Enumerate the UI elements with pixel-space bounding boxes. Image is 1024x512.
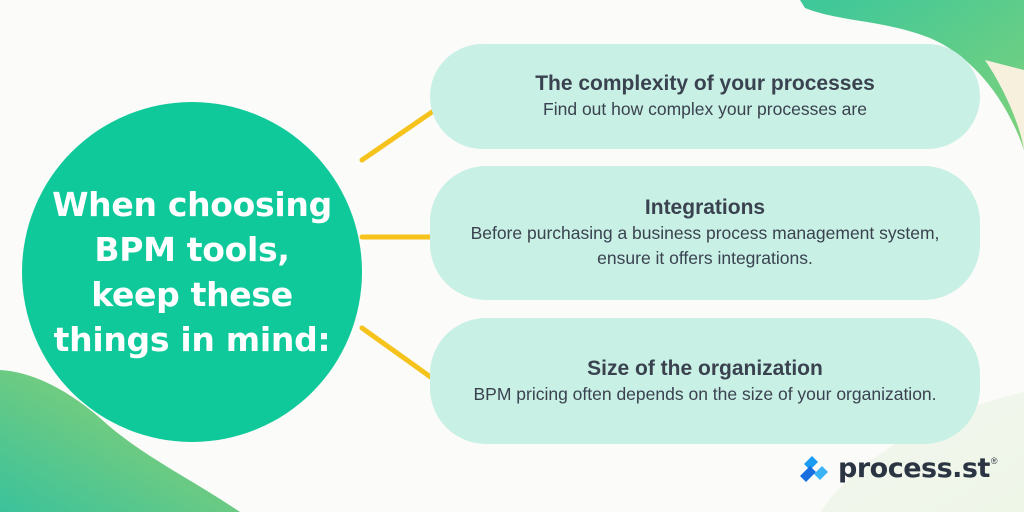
connector-3: [359, 325, 435, 381]
bottom-right-pale-blob: [820, 392, 1024, 512]
registered-mark: ®: [990, 456, 998, 466]
process-st-logo-icon: [800, 456, 828, 482]
center-heading: When choosing BPM tools, keep these thin…: [52, 185, 332, 359]
item-title: The complexity of your processes: [535, 72, 875, 95]
bottom-left-blob: [0, 370, 240, 512]
item-title: Integrations: [644, 196, 766, 219]
logo-wordmark: process.st: [838, 452, 990, 484]
item-card-integrations: Integrations Before purchasing a busines…: [430, 166, 980, 300]
item-description: BPM pricing often depends on the size of…: [473, 383, 937, 404]
top-right-blob: [800, 0, 1024, 150]
item-description: Before purchasing a business process man…: [470, 223, 940, 268]
top-right-pale-blob: [985, 60, 1024, 150]
item-title: Size of the organization: [587, 356, 823, 380]
item-description: Find out how complex your processes are: [543, 99, 867, 119]
center-circle: When choosing BPM tools, keep these thin…: [22, 102, 362, 442]
process-st-logo: process.st ®: [796, 448, 998, 488]
connector-1: [359, 109, 435, 163]
item-card-organization-size: Size of the organization BPM pricing oft…: [430, 318, 980, 444]
item-card-complexity: The complexity of your processes Find ou…: [430, 44, 980, 149]
